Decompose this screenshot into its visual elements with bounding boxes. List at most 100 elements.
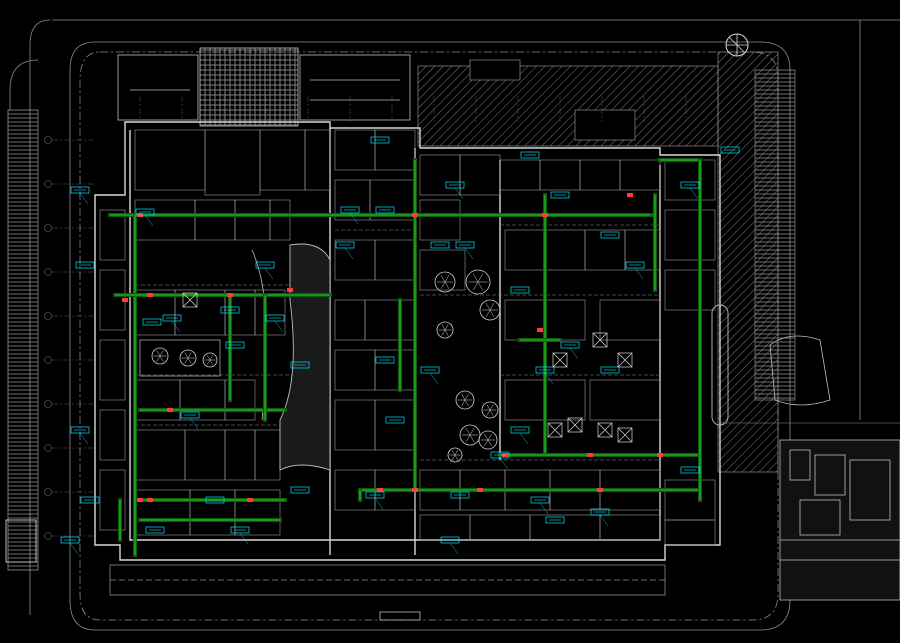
annotation-tag (205, 496, 225, 504)
room-outline (419, 249, 466, 291)
x-brace-line (547, 422, 563, 438)
tree-branch (484, 433, 489, 441)
tree-branch (440, 281, 446, 290)
room-outline (374, 239, 416, 281)
room-outline (224, 429, 256, 481)
x-brace-frame (617, 427, 633, 443)
room-outline (589, 379, 661, 421)
x-brace-icon (547, 422, 563, 438)
bottom-strip (109, 564, 666, 621)
courtyard-left (139, 339, 221, 377)
hvac-duct-network (108, 158, 702, 557)
equipment-marker (477, 488, 483, 492)
grid-bubble (44, 400, 52, 408)
room-outline (529, 514, 601, 541)
equipment-marker (412, 213, 418, 217)
annotation-tag (450, 491, 470, 499)
annotation-tag (290, 361, 310, 369)
annotation-leader (539, 502, 549, 515)
equipment-marker (147, 498, 153, 502)
tree-branch (487, 439, 492, 447)
room-outline (99, 269, 126, 331)
tree-canopy (478, 430, 498, 450)
tree-icon (434, 271, 456, 293)
room-outline (134, 129, 206, 191)
building-walls (94, 121, 721, 561)
tree-icon (455, 390, 475, 410)
grid-bubble (44, 532, 52, 540)
room-outline (234, 199, 271, 241)
room-outline (664, 479, 716, 521)
tree-branch (461, 393, 466, 401)
tree-icon (447, 447, 463, 463)
tree-branch (487, 433, 492, 441)
ramp-curve (769, 335, 831, 406)
grid-bubble (44, 268, 52, 276)
room-outline (459, 154, 501, 196)
x-brace-line (552, 352, 568, 368)
x-brace-icon (592, 332, 608, 348)
annotation-leader (499, 457, 509, 470)
annotation-leader (429, 372, 439, 385)
tree-branch (472, 281, 479, 291)
tree-branch (159, 355, 164, 362)
tree-branch (485, 302, 491, 311)
room-outline (664, 519, 716, 546)
tree-branch (489, 404, 494, 411)
x-brace-line (182, 292, 198, 308)
room-outline (99, 409, 126, 461)
annotation-leader (544, 372, 554, 385)
annotation-tag (220, 306, 240, 314)
annotation-leader (599, 514, 609, 527)
annotation-leader (239, 532, 249, 545)
room-outline (334, 399, 376, 451)
room-outline (334, 349, 376, 391)
annotation-leader (374, 497, 384, 510)
tree-branch (159, 350, 164, 357)
tree-branch (441, 329, 446, 336)
tree-branch (451, 450, 456, 456)
tree-branch (444, 324, 449, 331)
tree-branch (485, 309, 491, 318)
room-outline (134, 489, 191, 536)
annotation-leader (144, 214, 154, 227)
tree-branch (444, 274, 450, 283)
tree-icon (481, 401, 499, 419)
room-outline (664, 159, 716, 201)
tree-branch (486, 404, 491, 411)
x-brace-line (567, 417, 583, 433)
tree-branch (486, 409, 491, 416)
room-outline (599, 514, 661, 541)
tree-branch (206, 359, 211, 365)
annotation-leader (454, 187, 464, 200)
annotation-tag (600, 366, 620, 374)
tree-branch (477, 281, 484, 291)
x-brace-frame (597, 422, 613, 438)
parking-strip-left (5, 59, 39, 571)
annotation-leader (634, 267, 644, 280)
tree-branch (209, 359, 214, 365)
tree-branch (469, 434, 475, 443)
equipment-marker (657, 453, 663, 457)
x-brace-line (597, 422, 613, 438)
equipment-marker (627, 193, 633, 197)
grid-bubble (44, 136, 52, 144)
equipment-marker (147, 293, 153, 297)
x-brace-frame (547, 422, 563, 438)
room-outline (599, 299, 661, 341)
annotation-leader (274, 320, 284, 333)
tree-branch (489, 309, 495, 318)
annotation-tag (385, 416, 405, 424)
room-outline (374, 399, 416, 451)
tree-icon (151, 347, 169, 365)
tree-canopy (465, 269, 491, 295)
annotation-leader (69, 542, 79, 555)
equipment-marker (587, 453, 593, 457)
room-outline (624, 229, 661, 271)
room-outline (579, 159, 621, 191)
tree-branch (461, 399, 466, 407)
room-outline (254, 429, 281, 481)
tree-canopy (434, 271, 456, 293)
room-outline (544, 299, 586, 341)
